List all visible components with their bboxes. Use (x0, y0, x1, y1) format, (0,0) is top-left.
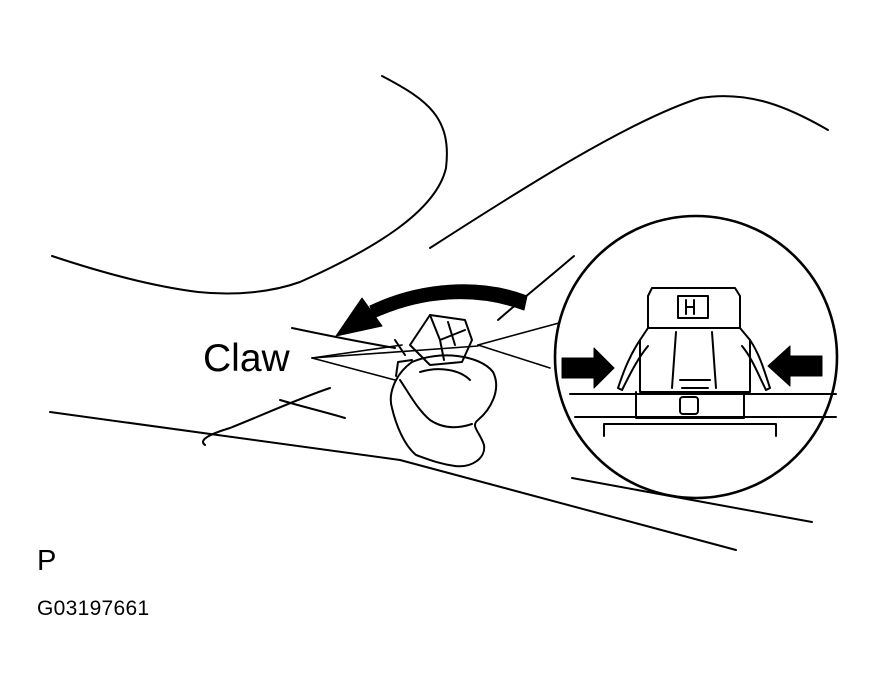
detail-clip-slot (679, 396, 699, 415)
hand-holding-clip (389, 314, 498, 468)
clip-left-leg (394, 339, 413, 377)
detail-clip-window (677, 295, 709, 319)
claw-leader-line-1 (311, 344, 403, 359)
body-bottom-line (49, 411, 737, 551)
roof-lower-line (497, 255, 575, 321)
detail-clip-left-claw (617, 339, 649, 391)
callout-pointer (477, 319, 571, 369)
detail-clip-center (671, 331, 717, 389)
right-squeeze-arrow (767, 345, 823, 387)
right-lower-line (571, 477, 813, 523)
detail-clip-window-bars (685, 299, 695, 315)
arrow-head (335, 297, 383, 337)
claw-label: Claw (203, 337, 290, 380)
detail-clip-base (635, 391, 745, 419)
hand-thumb-line (399, 379, 473, 429)
detail-view (553, 214, 839, 500)
figure-id-label: G03197661 (37, 597, 150, 620)
clip-detail (429, 314, 466, 361)
hand-finger-line (419, 368, 471, 381)
view-code-label: P (37, 545, 57, 577)
arrow-body (369, 284, 528, 319)
callout-pointer-lower (477, 344, 551, 369)
trim-lower-line (279, 399, 346, 419)
claw-leader-line-3 (311, 345, 479, 359)
vehicle-body-outline (49, 75, 829, 551)
detail-clip-body (639, 327, 751, 393)
claw-leader-lines (311, 344, 479, 381)
detail-circle (553, 214, 839, 500)
hand-outline (389, 354, 498, 468)
claw-leader-line-2 (311, 357, 396, 381)
removal-direction-arrow (335, 284, 528, 337)
detail-clip-foot (603, 423, 777, 437)
pillar-outer-edge (51, 75, 448, 295)
callout-pointer-upper (477, 319, 571, 346)
detail-clip-right-claw (741, 339, 771, 391)
trim-fold-line (202, 387, 331, 446)
roof-upper-line (429, 95, 829, 249)
left-squeeze-arrow (561, 347, 615, 389)
